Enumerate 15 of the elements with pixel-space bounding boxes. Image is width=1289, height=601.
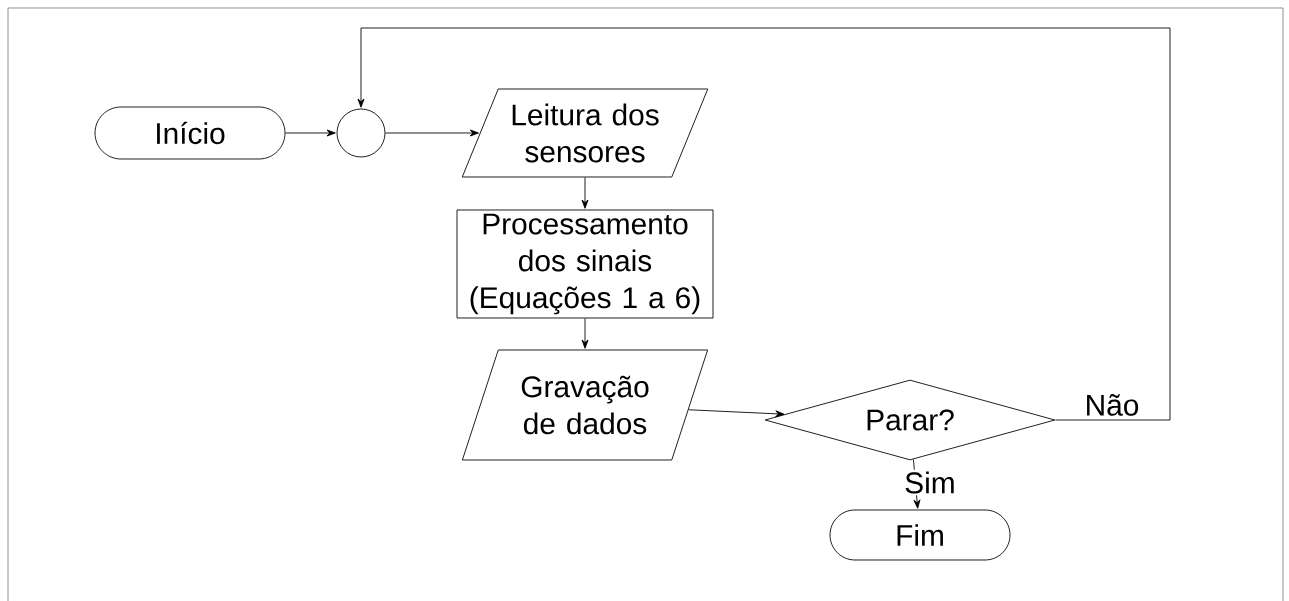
arrow xyxy=(913,459,921,509)
edge-label: Não xyxy=(1082,392,1142,418)
terminal-box: Fim xyxy=(829,509,1011,561)
data-parallelogram: Gravação de dados xyxy=(461,349,709,461)
terminal-box: Início xyxy=(94,106,286,160)
data-parallelogram: Leitura dos sensores xyxy=(461,88,709,178)
edge-label: Sim xyxy=(902,469,958,496)
connector-circle xyxy=(336,108,386,158)
arrow xyxy=(581,318,589,349)
process-box: Processamento dos sinais (Equações 1 a 6) xyxy=(456,209,714,319)
arrow xyxy=(285,129,336,137)
arrow xyxy=(688,409,785,418)
arrow xyxy=(581,177,589,209)
arrow xyxy=(385,129,479,137)
arrow xyxy=(357,27,1171,421)
